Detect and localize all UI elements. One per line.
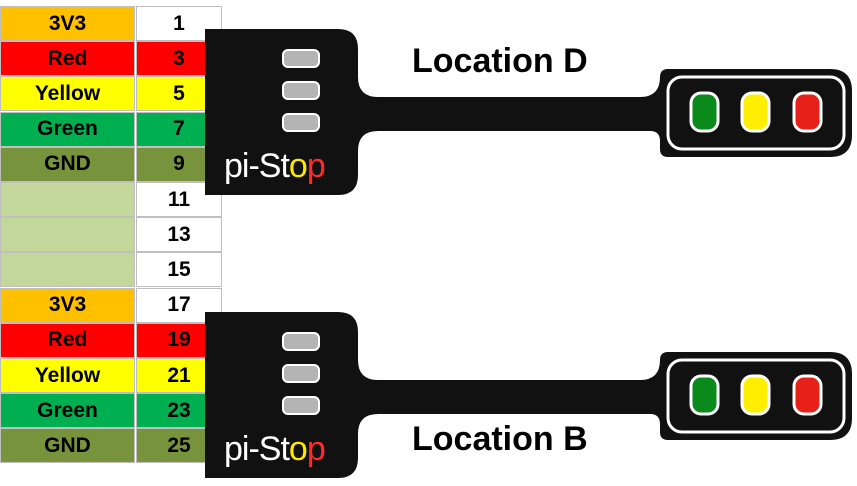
pin-function-label: Green	[0, 393, 135, 429]
pistop-logo-o: o	[288, 147, 308, 185]
pistop-board-location-d: pi-Stop	[0, 25, 857, 200]
pin-row: 13	[0, 217, 222, 253]
led-green	[689, 91, 720, 133]
pistop-logo-p: p	[306, 430, 326, 468]
pistop-board-location-b: pi-Stop	[0, 308, 857, 483]
pin-function-label: Yellow	[0, 76, 135, 112]
pin-function-label	[0, 182, 135, 217]
pistop-logo: pi-Stop	[224, 430, 326, 469]
pin-function-label: Red	[0, 41, 135, 77]
led-yellow	[740, 374, 771, 416]
location-d-title: Location D	[412, 42, 588, 80]
pistop-logo-o: o	[288, 430, 308, 468]
pin-function-label: Red	[0, 322, 135, 358]
pistop-board-graphic	[205, 312, 852, 478]
board-connector-body	[205, 29, 852, 195]
pin-function-label: 3V3	[0, 287, 135, 323]
pistop-logo-prefix: pi-St	[224, 147, 290, 185]
pistop-logo-p: p	[306, 147, 326, 185]
gpio-pad	[282, 332, 320, 351]
led-housing-outline	[666, 358, 846, 434]
gpio-pad	[282, 364, 320, 383]
led-red	[792, 374, 823, 416]
led-yellow	[740, 91, 771, 133]
led-red	[792, 91, 823, 133]
pistop-logo: pi-Stop	[224, 147, 326, 186]
pin-function-label: Green	[0, 111, 135, 147]
pistop-logo-prefix: pi-St	[224, 430, 290, 468]
pin-number: 15	[136, 252, 222, 288]
pin-function-label: 3V3	[0, 6, 135, 41]
gpio-pad	[282, 396, 320, 415]
gpio-pad	[282, 81, 320, 100]
board-connector-body	[205, 312, 852, 478]
pin-function-label: Yellow	[0, 358, 135, 393]
led-housing-outline	[666, 75, 846, 151]
pin-row: 15	[0, 252, 222, 288]
pin-number: 17	[136, 287, 222, 323]
pin-function-label	[0, 252, 135, 288]
led-green	[689, 374, 720, 416]
pin-function-label	[0, 217, 135, 253]
pin-number: 13	[136, 217, 222, 253]
gpio-pad	[282, 113, 320, 132]
pin-function-label: GND	[0, 146, 135, 182]
pin-function-label: GND	[0, 428, 135, 464]
location-b-title: Location B	[412, 420, 588, 458]
gpio-pad	[282, 49, 320, 68]
pistop-board-graphic	[205, 29, 852, 195]
